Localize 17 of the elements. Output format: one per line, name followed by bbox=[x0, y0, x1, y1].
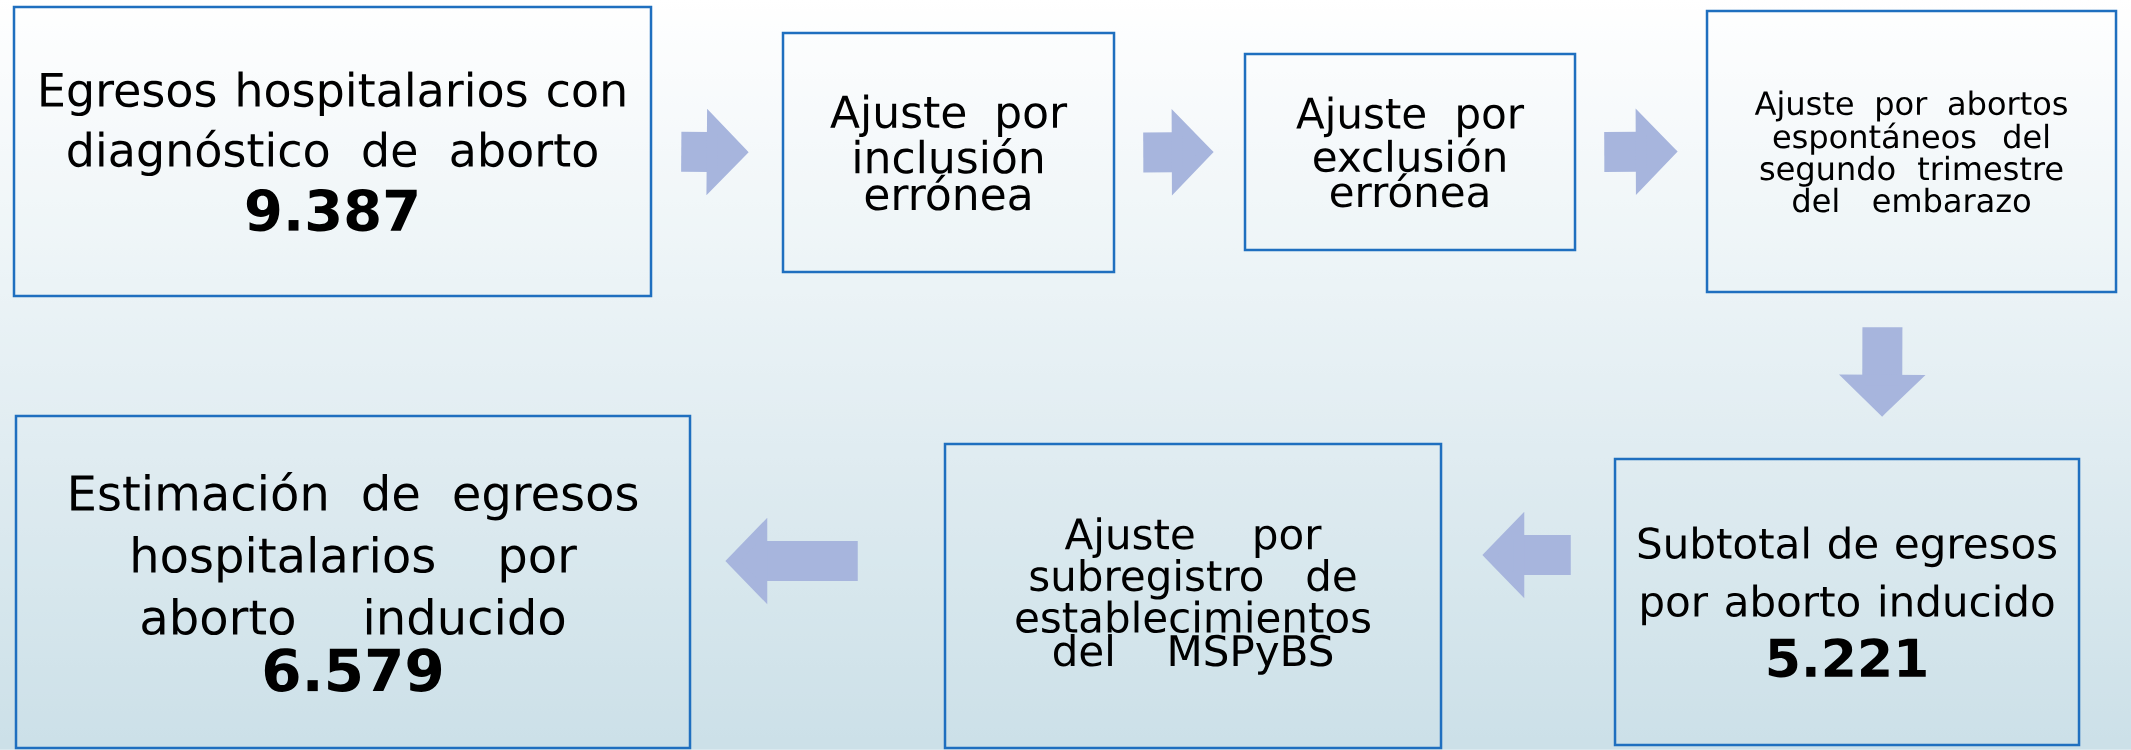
process-box bbox=[1613, 457, 2081, 747]
process-box bbox=[1705, 9, 2118, 294]
process-box bbox=[14, 414, 692, 750]
process-box bbox=[12, 5, 653, 298]
process-box bbox=[943, 442, 1443, 750]
total-number: 9.387 bbox=[246, 189, 417, 232]
box-text: Estimación de egresos hospitalarios por aborto inducido bbox=[71, 472, 638, 636]
box-text: Subtotal de egresos por aborto inducido bbox=[1638, 526, 2056, 626]
box-text: Ajuste por exclusión errónea bbox=[1296, 96, 1525, 208]
box-text: Ajuste por inclusión errónea bbox=[830, 94, 1068, 211]
total-number: 6.579 bbox=[264, 648, 442, 692]
box-text: Ajuste por abortos espontáneos del segundo trimestre del embarazo bbox=[1754, 90, 2067, 213]
box-text: Ajuste por subregistro de establecimientos del MSPyBS bbox=[1016, 517, 1370, 675]
process-box bbox=[781, 31, 1116, 274]
process-box bbox=[1243, 52, 1577, 252]
box-text: Egresos hospitalarios con diagnóstico de aborto bbox=[41, 71, 625, 177]
total-number: 5.221 bbox=[1768, 638, 1926, 678]
